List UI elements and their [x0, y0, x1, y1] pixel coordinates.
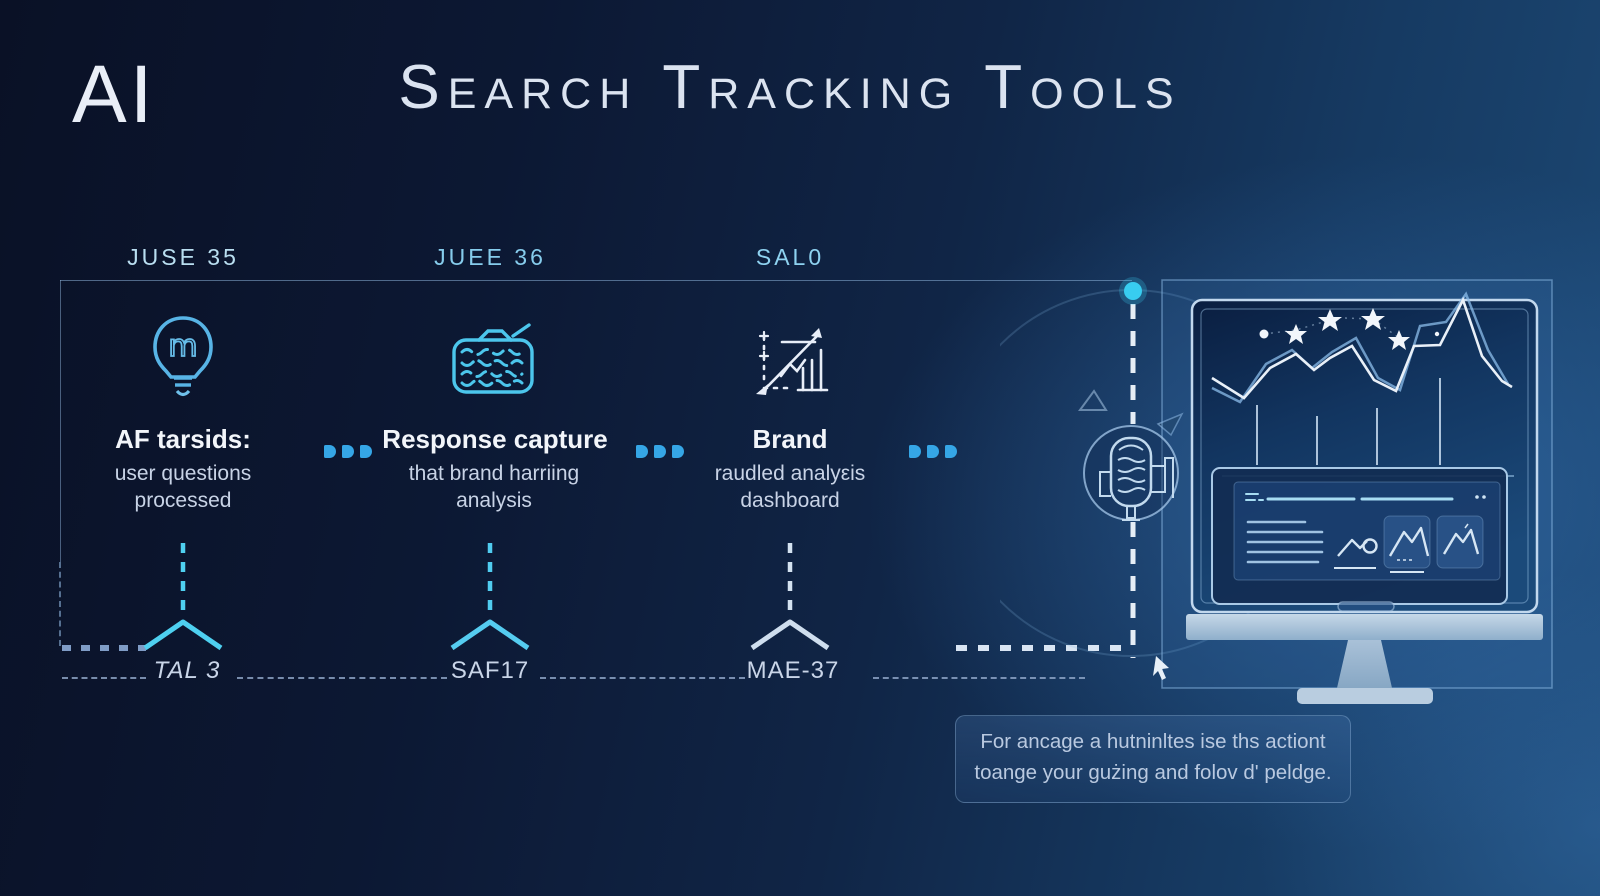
- connector-dots-1: [324, 445, 372, 458]
- dot-icon: [636, 445, 648, 458]
- line-chart-primary: [1211, 296, 1513, 400]
- connector-dots-2: [636, 445, 684, 458]
- bottom-dash-segment: [873, 677, 1085, 679]
- monitor-stand: [1337, 640, 1392, 688]
- stage1-title: AF tarsids:: [115, 424, 251, 454]
- dashboard-dot: [1475, 495, 1479, 499]
- timeline-svg: [62, 543, 1128, 651]
- stage2-subtitle-line1: that brand harriing: [408, 462, 580, 485]
- bottom-dash-segment: [237, 677, 447, 679]
- timeline-bottom-label-1: TAL 3: [153, 657, 221, 684]
- timeline-box-top-border: [60, 280, 1132, 281]
- logo-ai: AI: [72, 49, 156, 140]
- monitor-base: [1297, 688, 1433, 704]
- page-title: Search Tracking Tools: [398, 53, 1182, 122]
- stage3-subtitle-line1: raudled analyεis: [714, 462, 866, 485]
- chart-drop-lines: [1256, 378, 1441, 465]
- cursor-arrow-icon: [1153, 656, 1169, 680]
- dot-icon: [672, 445, 684, 458]
- timeline-bottom-label-2: SAF17: [450, 657, 530, 684]
- monitor-illustration: [1000, 277, 1553, 704]
- connector-dots-3: [909, 445, 957, 458]
- dot-icon: [909, 445, 921, 458]
- branch1-legs: [143, 619, 223, 651]
- stage3-subtitle-line2: dashboard: [740, 488, 840, 512]
- dashboard-dot: [1482, 495, 1486, 499]
- growth-chart-icon: [751, 320, 831, 405]
- branch3-legs: [750, 619, 830, 651]
- microphone-icon: [1083, 425, 1179, 521]
- branch2-legs: [450, 619, 530, 651]
- dot-icon: [324, 445, 336, 458]
- stage3-top-label: SAL0: [755, 244, 825, 270]
- stage2-title: Response capture: [382, 424, 608, 454]
- caption-box: For ancage a hutninltes ise ths actiont …: [955, 715, 1351, 803]
- monitor-notch: [1337, 601, 1395, 612]
- svg-text:m: m: [168, 329, 197, 364]
- dot-icon: [342, 445, 354, 458]
- stage3-subtitle: raudled analyεis dashboard: [620, 461, 960, 515]
- stage1-subtitle: user questions processed: [13, 461, 353, 515]
- flag-glyph-icon: [1156, 412, 1184, 437]
- stage1-subtitle-line2: processed: [134, 488, 232, 512]
- mountain-thumbnails-icon: [1334, 515, 1484, 573]
- lightbulb-idea-icon: m: [144, 312, 222, 409]
- dot-icon: [927, 445, 939, 458]
- stage2-top-label: JUEE 36: [434, 244, 546, 270]
- dot-icon: [654, 445, 666, 458]
- response-capture-radio-icon: [449, 322, 537, 403]
- cyan-node-dot: [1124, 282, 1142, 300]
- timeline-box-left-border-dashed: [59, 562, 61, 646]
- monitor-bottom-frame: [1186, 614, 1543, 640]
- stage1-top-label: JUSE 35: [127, 244, 239, 270]
- dashboard-header-bars: [1245, 493, 1454, 501]
- dashboard-inner-panel: [1233, 481, 1501, 581]
- stage2-subtitle: that brand harriing analysis: [324, 461, 664, 515]
- stage3-title: Brand: [752, 424, 828, 454]
- dot-icon: [945, 445, 957, 458]
- stage2-subtitle-line2: analysis: [456, 488, 532, 512]
- triangle-glyph-icon: [1078, 389, 1108, 411]
- bottom-dash-segment: [540, 677, 745, 679]
- bottom-dash-segment: [62, 677, 146, 679]
- dashboard-text-lines: [1246, 520, 1324, 564]
- timeline-box-left-border: [60, 280, 61, 562]
- dot-icon: [360, 445, 372, 458]
- timeline-bottom-label-3: MAE-37: [746, 657, 840, 684]
- stars-constellation-icon: [1259, 308, 1440, 350]
- stage1-subtitle-line1: user questions: [114, 462, 252, 485]
- caption-line1: For ancage a hutninltes ise ths actiont: [980, 730, 1326, 753]
- caption-line2: toange your gużing and folov d' peldge.: [974, 760, 1332, 784]
